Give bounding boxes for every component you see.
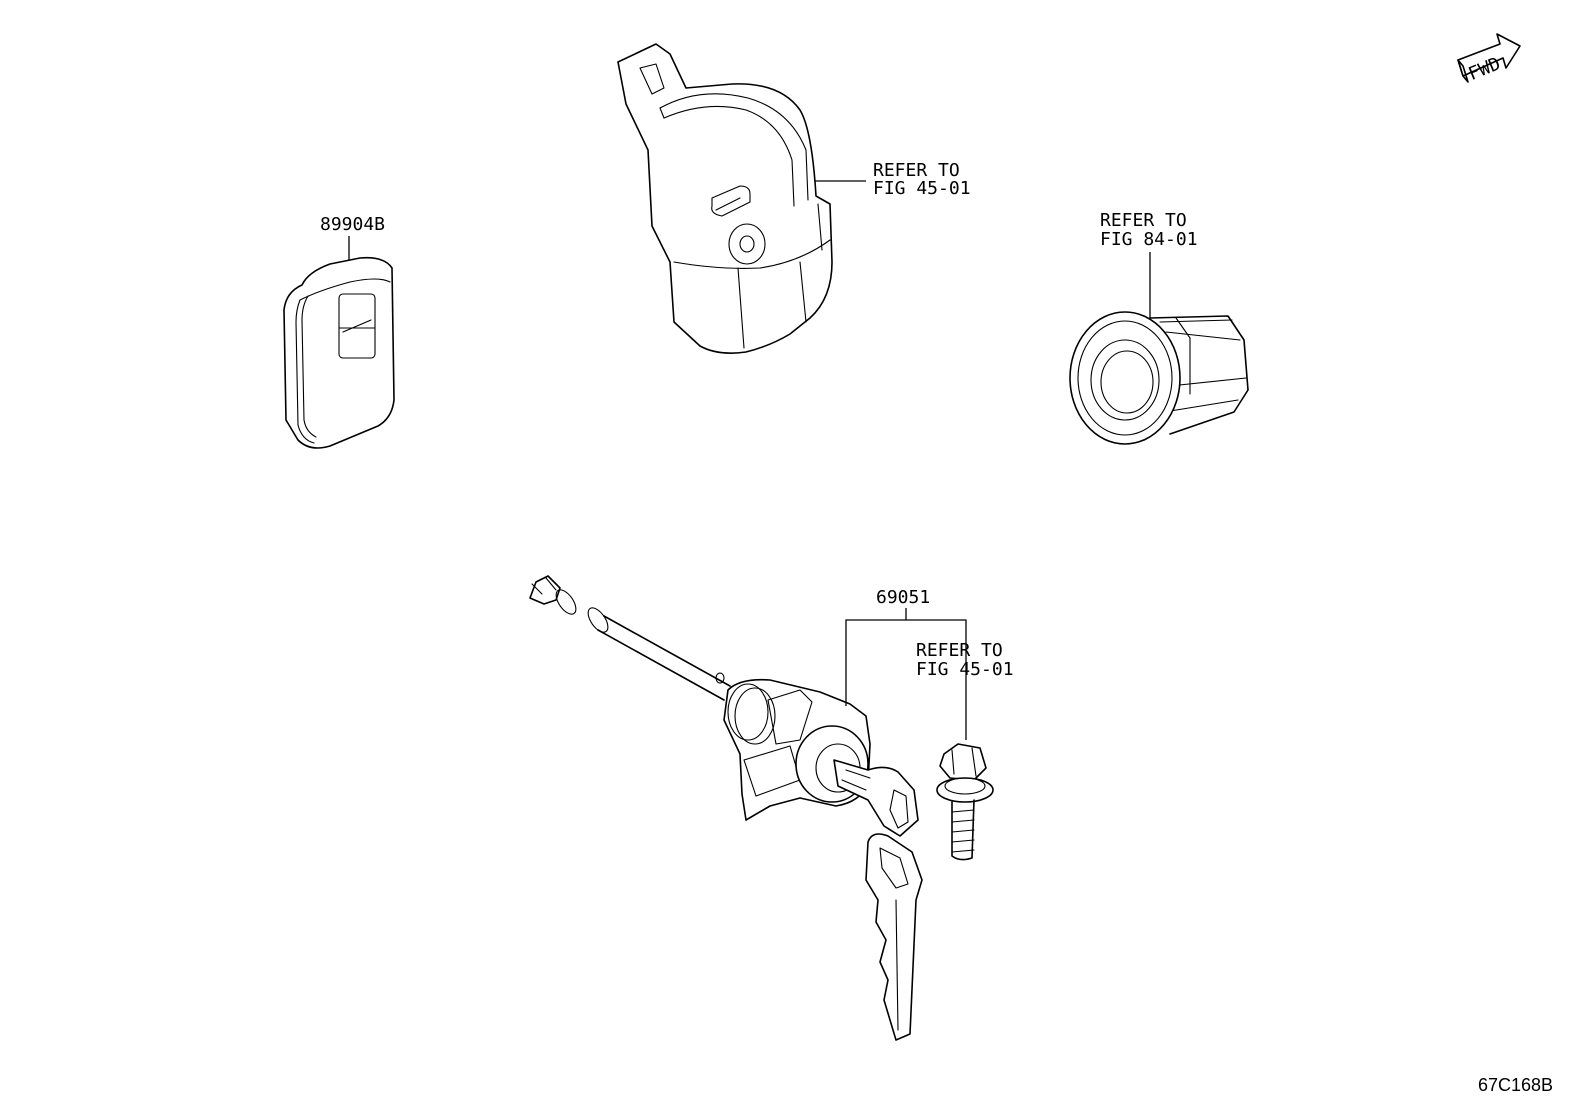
- ref-text-line1: REFER TO: [1100, 210, 1187, 231]
- ref-text-line1: REFER TO: [873, 160, 960, 181]
- key-fob-icon: [283, 256, 395, 449]
- part-number-89904b: 89904B: [320, 214, 385, 235]
- push-start-switch: [1069, 311, 1249, 445]
- push-start-switch-icon: [1149, 315, 1249, 435]
- remote-key-fob: 89904B: [283, 214, 395, 449]
- bolt: [936, 743, 994, 861]
- ref-text-line1: REFER TO: [916, 640, 1003, 661]
- bolt-icon: [939, 743, 987, 781]
- ref-text-line2: FIG 84-01: [1100, 229, 1198, 250]
- lock-cylinder: [529, 575, 923, 1041]
- part-number-69051: 69051: [876, 587, 930, 608]
- ref-text-line2: FIG 45-01: [873, 178, 971, 199]
- ignition-switch: [617, 43, 833, 354]
- ignition-switch-icon: [617, 43, 833, 354]
- leader-bracket: [845, 608, 967, 740]
- figure-code: 67C168B: [1478, 1075, 1553, 1095]
- ref-text-line2: FIG 45-01: [916, 659, 1014, 680]
- key-icon: [865, 833, 923, 1041]
- fwd-arrow-icon: FWD: [1457, 33, 1521, 85]
